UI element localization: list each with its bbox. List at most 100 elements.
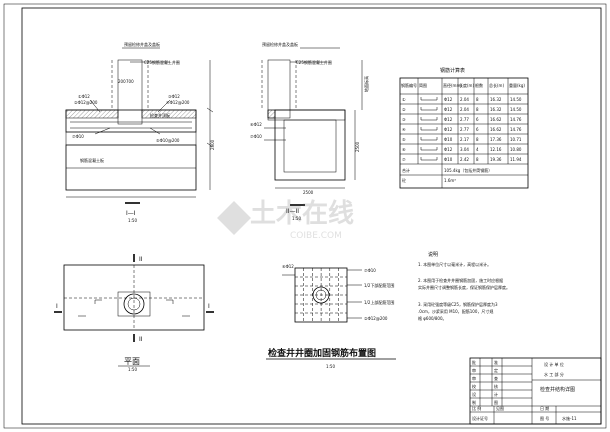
notes-block: 说明 1. 本图单位尺寸以毫米计，高程以米计。 2. 本图用于检查井井圈钢筋加固… [418, 251, 510, 321]
table-cell: 8 [476, 137, 479, 142]
section-1-rebar-left-a: ①Φ12 [78, 94, 90, 99]
table-cell: ③ [402, 117, 406, 122]
main-scale: 1:50 [326, 364, 335, 369]
table-cell: 8 [476, 157, 479, 162]
table-cell: 2.42 [460, 157, 469, 162]
rebar-shape-sketch [420, 127, 438, 131]
title-block-drawing-name: 检查井结构详图 [540, 386, 575, 393]
table-header-cell: 根数 [475, 82, 483, 88]
detail-label-5: ②Φ12@200 [364, 316, 388, 321]
table-cell: 16.62 [490, 117, 502, 122]
table-cell: 6 [476, 117, 479, 122]
watermark-cn: 土木在线 [250, 199, 354, 229]
table-cell: 16.32 [490, 107, 502, 112]
table-cell: 2.77 [460, 127, 469, 132]
section-2-rebar-a: ⑥Φ12 [250, 122, 262, 127]
table-cell: Φ12 [444, 107, 453, 112]
title-block-scale-label: 比 例 [472, 405, 481, 411]
table-cell: 4 [476, 147, 479, 152]
section-1-title: I—I [126, 210, 136, 217]
section-1-rebar-left-b: ②Φ12@200 [74, 100, 98, 105]
rebar-shape-sketch [420, 107, 438, 111]
table-cell: 2.04 [460, 97, 469, 102]
watermark: 土木在线 COIBE.COM [217, 199, 354, 241]
section-1-base-note: 检查井顶板 [150, 112, 170, 118]
table-cell: 14.76 [510, 117, 522, 122]
table-cell: ① [402, 97, 406, 102]
rebar-shape-sketch [420, 117, 438, 121]
table-cell: 19.36 [490, 157, 502, 162]
title-block-role: 设 [472, 391, 476, 397]
notes-item-1: 1. 本图单位尺寸以毫米计，高程以米计。 [418, 261, 491, 267]
plan-scale: 1:50 [128, 367, 137, 372]
watermark-en: COIBE.COM [290, 231, 342, 241]
section-1-top-note: 预留检修井盖及盖板 [124, 41, 160, 47]
rebar-table-title: 钢筋计算表 [440, 67, 465, 74]
table-cell: 14.76 [510, 127, 522, 132]
rebar-shape-sketch [420, 157, 438, 161]
title-block-role: 批 [472, 359, 476, 365]
main-title: 检查井井圈加固钢筋布置图 [268, 347, 376, 359]
title-block-role: 图 [494, 399, 498, 405]
table-cell: Φ12 [444, 147, 453, 152]
section-1-dim-depth: 2500 [210, 139, 215, 150]
table-header-cell: 总长(m) [489, 82, 504, 88]
table-cell: 3.04 [460, 147, 469, 152]
section-1-slab-note: C25钢筋混凝土井圈 [144, 59, 180, 65]
plan-mark-top: II [139, 256, 143, 263]
title-block-role: 校 [472, 383, 476, 389]
table-cell: 17.36 [490, 137, 502, 142]
table-cell: ⑥ [402, 147, 406, 152]
table-cell: 2.04 [460, 107, 469, 112]
section-1-scale: 1:50 [128, 218, 137, 223]
table-cell: Φ12 [444, 127, 453, 132]
table-total-value: 105.4kg（包括井筒钢筋） [444, 167, 492, 173]
drawing-frame-inner [21, 7, 602, 425]
section-2-view: 预留检修井盖及盖板 C25钢筋混凝土井圈 ⑥Φ12 ⑦Φ10 地面标高 2500… [250, 41, 369, 221]
table-total-label: 合计 [402, 167, 410, 173]
section-2-top-note: 预留检修井盖及盖板 [262, 41, 298, 47]
table-cell: Φ10 [444, 157, 453, 162]
title-block-date-label: 日 期 [540, 405, 549, 411]
title-block-role: 准 [494, 359, 498, 365]
title-block-role: 核 [494, 383, 498, 389]
title-block-role: 审 [472, 367, 476, 373]
section-2-rebar-b: ⑦Φ10 [250, 134, 262, 139]
table-cell: Φ12 [444, 117, 453, 122]
table-cell: 8 [476, 107, 479, 112]
table-cell: ④ [402, 127, 406, 132]
title-block-role: 计 [494, 391, 498, 397]
title-block-part: 水 工 部 分 [544, 371, 564, 377]
section-1-rebar-right-a: ③Φ12 [168, 94, 180, 99]
section-1-dim-width: 700 [126, 79, 134, 84]
table-header-cell: 简图 [419, 82, 427, 88]
title-block-role: 定 [494, 367, 498, 373]
table-cell: ⑦ [402, 157, 406, 162]
section-1-rebar-right-b: ④Φ12@200 [166, 100, 190, 105]
table-concrete-label: 砼 [402, 177, 406, 183]
plan-mark-right: I [208, 303, 210, 310]
table-cell: 16.32 [490, 97, 502, 102]
plan-mark-bottom: II [139, 336, 143, 343]
notes-heading: 说明 [428, 251, 438, 258]
table-cell: 14.50 [510, 107, 522, 112]
section-1-view: 预留检修井盖及盖板 C25钢筋混凝土井圈 ①Φ12 ②Φ12@200 ③Φ12 … [65, 41, 215, 223]
table-cell: 2.77 [460, 117, 469, 122]
section-1-rebar-bottom-left: ⑦Φ10 [72, 134, 84, 139]
title-block-role: 查 [494, 375, 498, 381]
section-1-rebar-bottom-right: ⑤Φ10@200 [156, 138, 180, 143]
table-header-cell: 钢筋编号 [401, 82, 417, 88]
table-concrete-value: 1.6m³ [444, 178, 456, 183]
table-cell: 11.94 [510, 157, 522, 162]
table-cell: 8 [476, 97, 479, 102]
rebar-shape-sketch [420, 97, 438, 101]
title-block-role: 审 [472, 375, 476, 381]
table-cell: 14.50 [510, 97, 522, 102]
table-cell: Φ10 [444, 137, 453, 142]
title-block-design-no-label: 设计证号 [472, 415, 488, 421]
rebar-shape-sketch [420, 137, 438, 141]
detail-label-1: ⑥Φ12 [282, 264, 294, 269]
notes-item-3: 3. 采用砼强度等级C25，钢筋保护层厚度为3.0cm，沙浆采用 M10，配筋1… [418, 301, 498, 321]
